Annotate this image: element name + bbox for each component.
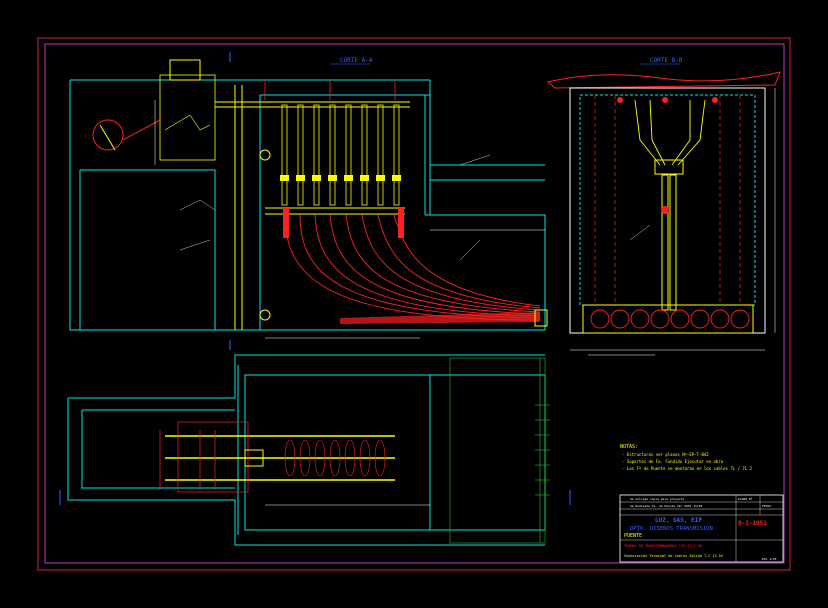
revision-b: Se Rediseña Te. de Puente Ver 2001 13/05 [630,504,702,508]
project-name: PUENTE [624,533,642,539]
section-b-title: CORTE B-B [650,57,683,64]
notes-block: NOTAS: - Estructuras ver planos Nº-EP-T-… [620,444,753,471]
notes-heading: NOTAS: [620,444,638,450]
company-name: LUZ, GAS, EIP [655,517,702,524]
date-label: FECHA [762,504,771,508]
section-a-title: CORTE A-A [340,57,373,64]
revision-a: Se entrega copia para proyecto [630,497,684,501]
department-name: DPTO. DISEÑOS TRANSMISION [630,525,713,532]
inner-frame [44,43,785,564]
note-line-2: - Soportes de Fe. Fundido Ejecutar en ob… [622,459,724,464]
section-b-view: CORTE B-B [546,57,781,356]
project-subtitle: TRAMOS DE TRANSFORMADORES 132/13,2 KV [624,544,703,548]
title-block: Se entrega copia para proyecto Se Redise… [619,494,784,563]
plano-label: PLANO Nº [738,497,753,501]
note-line-3: - Las Fº de Puente se montarán en los ca… [622,466,753,471]
station-name: Subestación Terminal de Cables Salida T-… [624,554,724,558]
section-a-view: CORTE A-A [69,57,548,339]
outer-border [37,37,791,571]
note-line-1: - Estructuras ver planos Nº-EP-T-042 [622,452,709,457]
plan-view [59,52,571,546]
plano-number: 8-1-1051 [738,520,767,527]
scale-label: ESC 1/25 [762,557,777,561]
